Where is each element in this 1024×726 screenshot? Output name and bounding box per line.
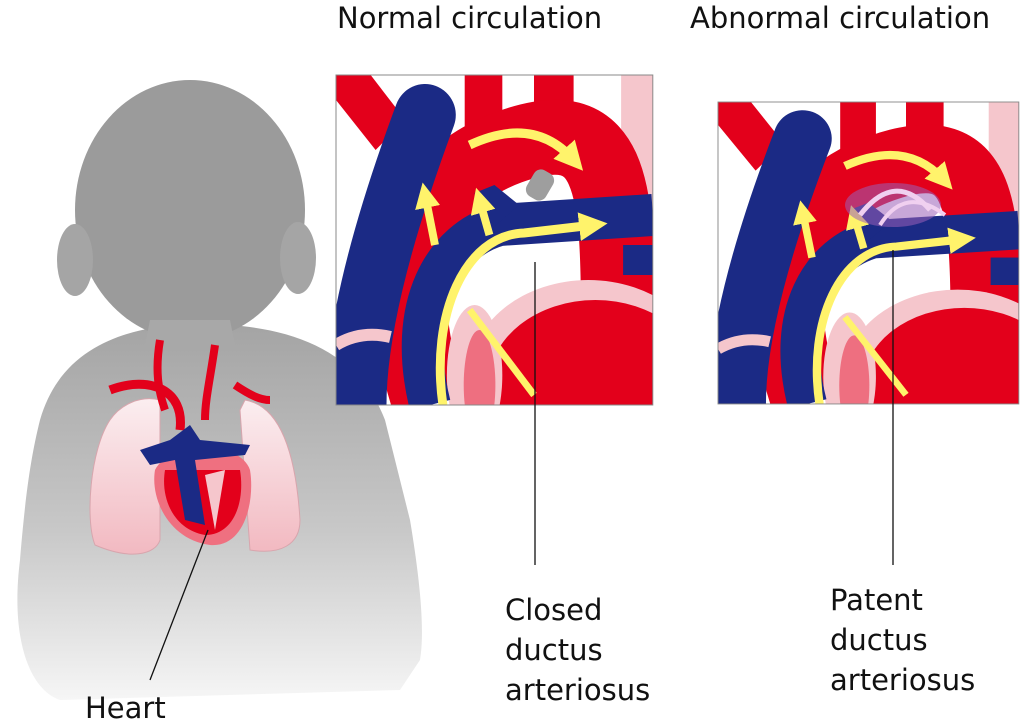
closed-ductus-label: Closed ductus arteriosus <box>505 590 650 710</box>
abnormal-circulation-title: Abnormal circulation <box>690 1 991 35</box>
normal-circulation-panel <box>336 75 707 470</box>
label-line: ductus <box>830 623 928 657</box>
label-line: Patent <box>830 583 923 617</box>
label-line: arteriosus <box>505 673 651 707</box>
normal-circulation-title: Normal circulation <box>337 1 603 35</box>
closed-ductus <box>525 169 555 201</box>
heart-illustration <box>108 339 271 546</box>
label-line: arteriosus <box>830 663 976 697</box>
heart-label: Heart <box>85 691 166 725</box>
heart-leader <box>149 529 209 681</box>
patent-ductus-label: Patent ductus arteriosus <box>830 580 975 700</box>
lungs <box>89 398 301 555</box>
label-line: Closed <box>505 593 603 627</box>
label-line: ductus <box>505 633 603 667</box>
abnormal-circulation-panel <box>718 102 1024 463</box>
